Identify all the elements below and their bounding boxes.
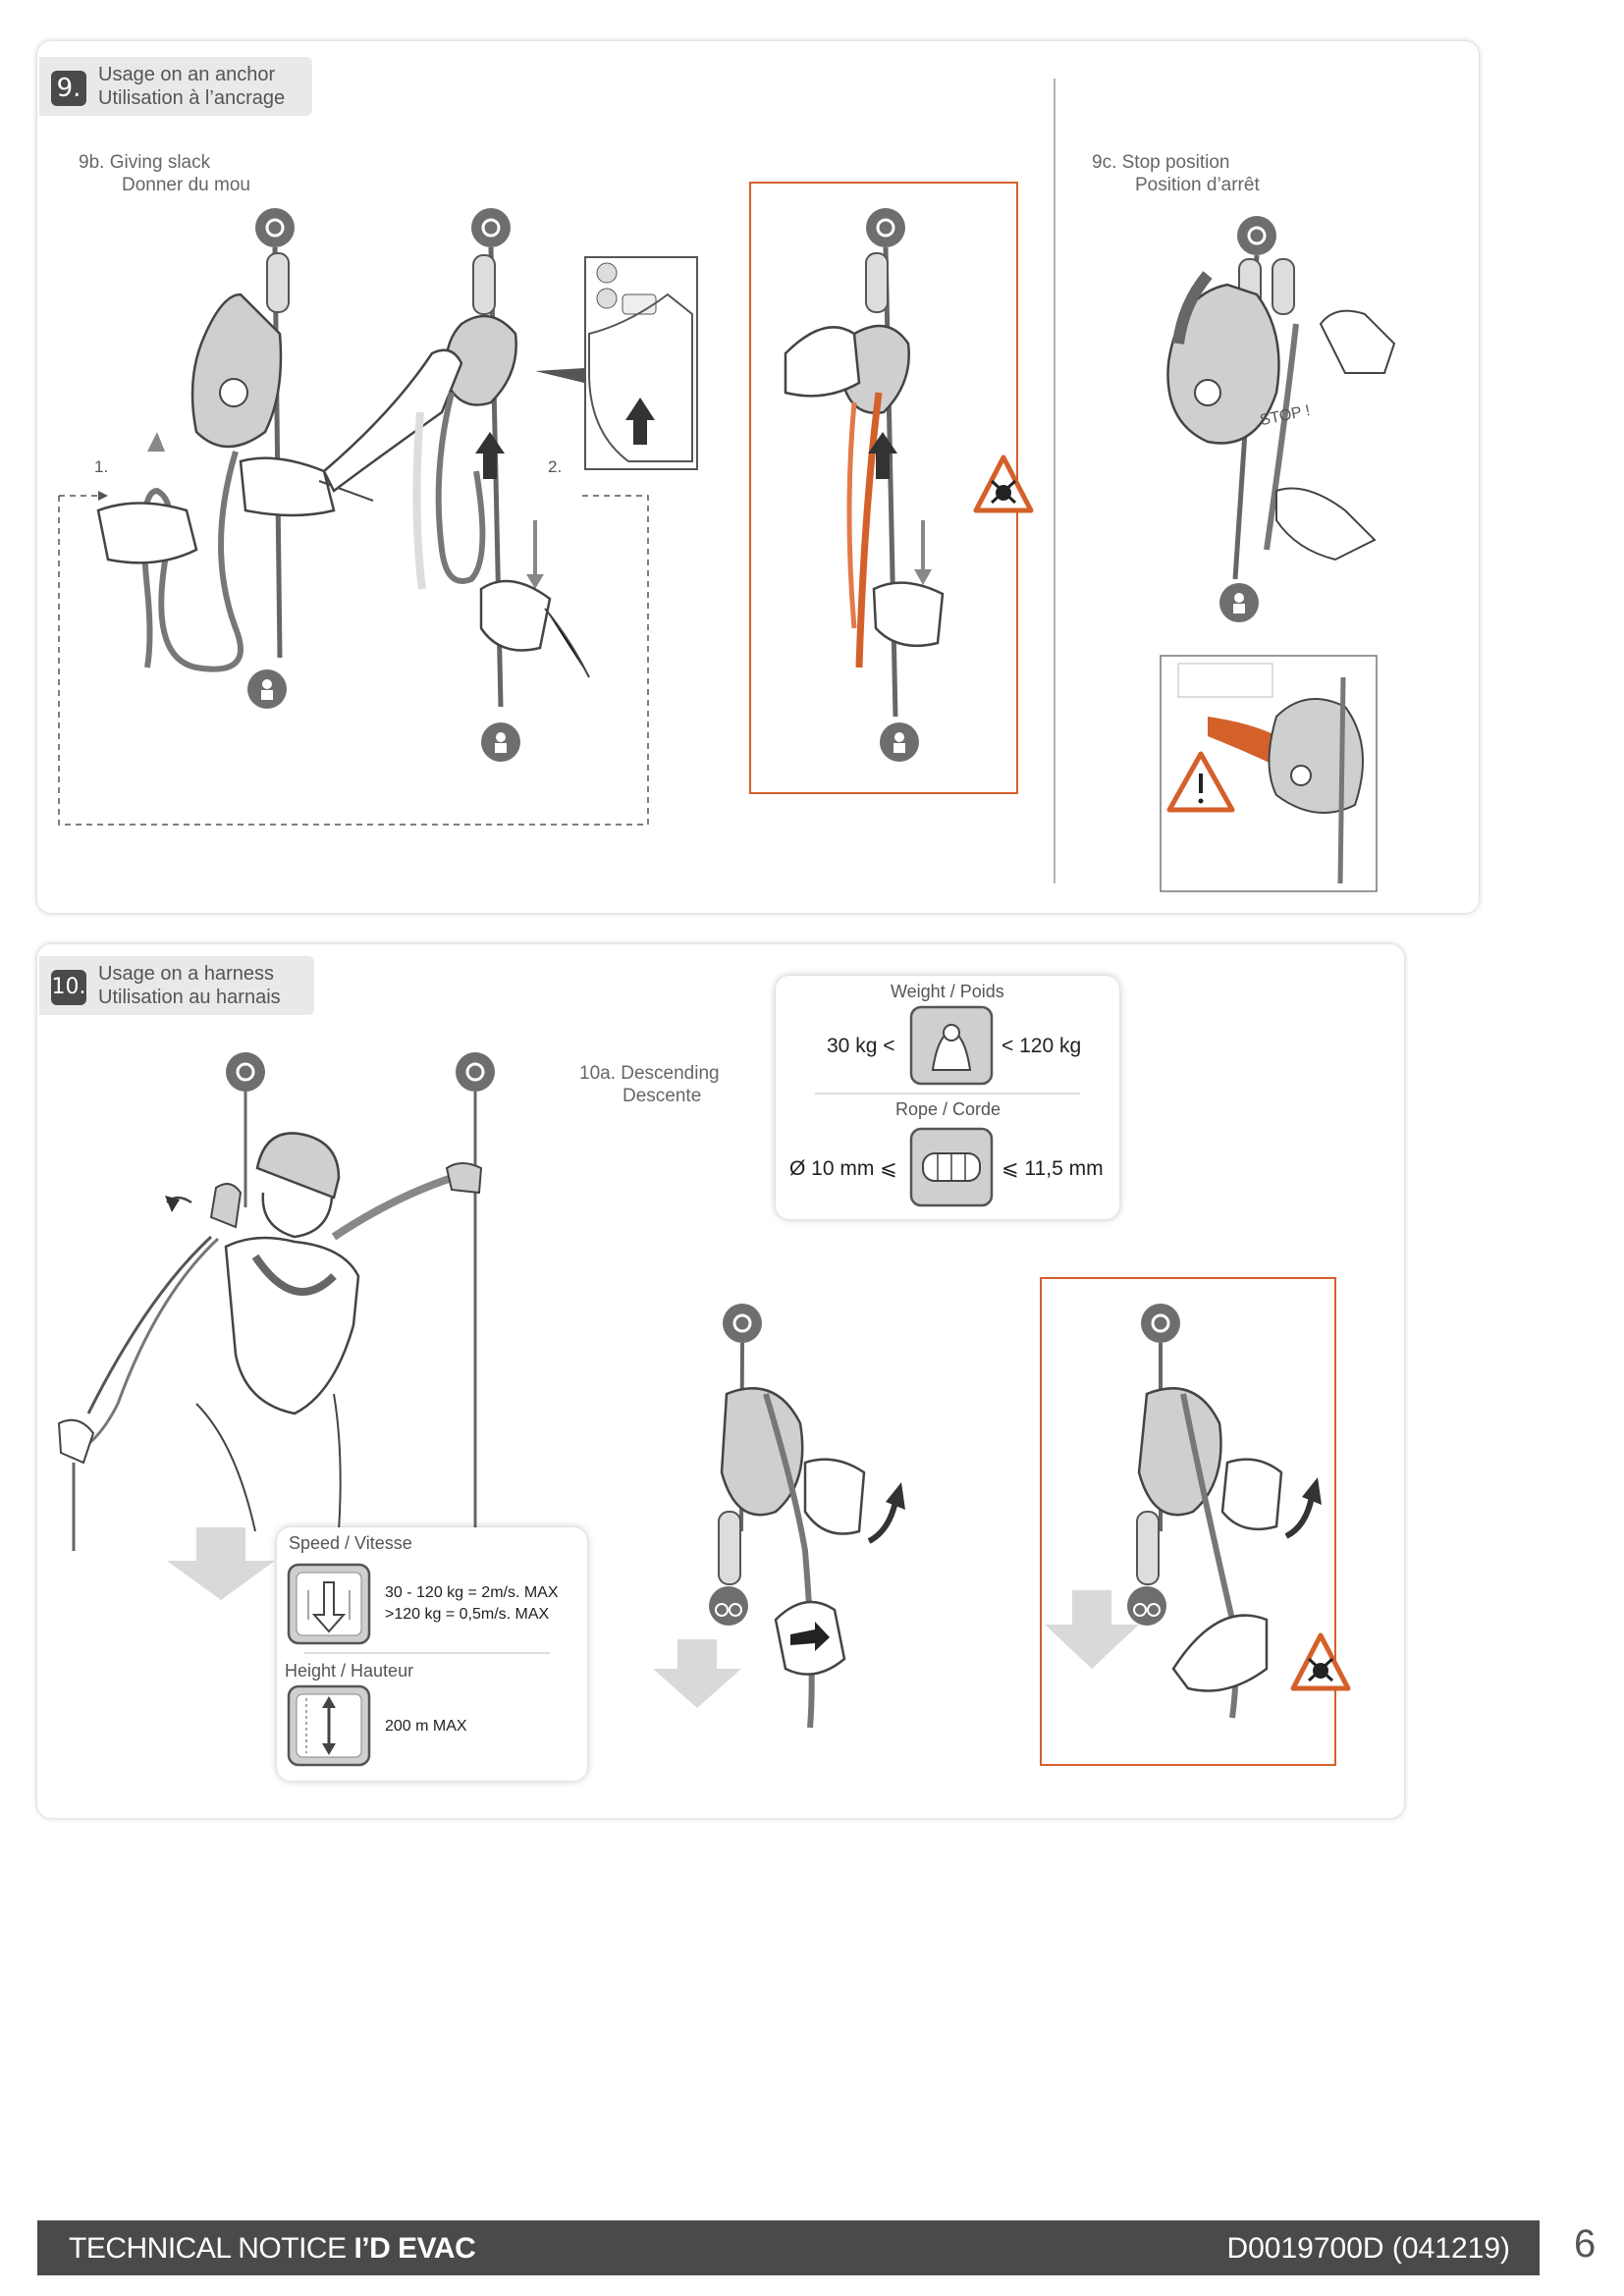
- subtitle-10a-en: 10a. Descending: [579, 1063, 720, 1084]
- danger-warning-icon: [1290, 1632, 1351, 1691]
- section-10-title-en: Usage on a harness: [98, 963, 275, 985]
- subtitle-9c-en: 9c. Stop position: [1092, 152, 1230, 173]
- section-9-title-fr: Utilisation à l’ancrage: [98, 87, 286, 109]
- section-10-number: 10.: [51, 970, 86, 1005]
- footer-bar: TECHNICAL NOTICE I’D EVAC D0019700D (041…: [37, 2220, 1540, 2275]
- speed-title: Speed / Vitesse: [289, 1533, 412, 1553]
- dashed-frame: [58, 495, 649, 826]
- anchor-icon: [723, 1304, 762, 1343]
- subtitle-9b: 9b. Giving slack Donner du mou: [79, 151, 250, 196]
- section-10-tab: 10. Usage on a harness Utilisation au ha…: [39, 956, 314, 1015]
- footer-product: I’D EVAC: [353, 2232, 476, 2265]
- danger-warning-icon: [973, 454, 1034, 513]
- step-2-label: 2.: [548, 457, 563, 476]
- speed-line-1: 30 - 120 kg = 2m/s. MAX: [385, 1584, 559, 1601]
- anchor-icon: [456, 1052, 495, 1092]
- weight-max: < 120 kg: [1001, 1035, 1082, 1057]
- anchor-icon: [226, 1052, 265, 1092]
- rope-min: Ø 10 mm ⩽: [789, 1157, 897, 1180]
- section-9-tab: 9. Usage on an anchor Utilisation à l’an…: [39, 57, 312, 116]
- anchor-icon: [1237, 216, 1276, 255]
- height-title: Height / Hauteur: [285, 1661, 414, 1681]
- height-value: 200 m MAX: [385, 1718, 467, 1735]
- footer-doc-type: TECHNICAL NOTICE: [69, 2232, 347, 2265]
- anchor-icon: [255, 208, 295, 247]
- page-number: 6: [1574, 2222, 1597, 2266]
- anchor-icon: [471, 208, 511, 247]
- subtitle-9c: 9c. Stop position Position d’arrêt: [1092, 151, 1260, 196]
- descend-arrow: [1045, 1590, 1139, 1669]
- section-10-title-fr: Utilisation au harnais: [98, 987, 281, 1008]
- subtitle-9b-fr: Donner du mou: [122, 175, 250, 195]
- section-9-number: 9.: [51, 71, 86, 106]
- rope-title: Rope / Corde: [895, 1099, 1001, 1119]
- speed-line-2: >120 kg = 0,5m/s. MAX: [385, 1606, 550, 1623]
- footer-ref: D0019700D (041219): [1226, 2232, 1510, 2265]
- subtitle-9b-en: 9b. Giving slack: [79, 152, 211, 173]
- subtitle-10a: 10a. Descending Descente: [579, 1062, 720, 1107]
- rope-max: ⩽ 11,5 mm: [1001, 1157, 1104, 1180]
- anchor-icon: [866, 208, 905, 247]
- warning-frame: [1040, 1277, 1336, 1766]
- subtitle-9c-fr: Position d’arrêt: [1135, 175, 1260, 195]
- step-1-label: 1.: [94, 457, 109, 476]
- descend-arrow: [653, 1639, 741, 1708]
- descend-arrow: [167, 1527, 275, 1600]
- weight-min: 30 kg <: [827, 1035, 895, 1057]
- anchor-icon: [1141, 1304, 1180, 1343]
- section-9-title-en: Usage on an anchor: [98, 64, 276, 85]
- subtitle-10a-fr: Descente: [623, 1086, 702, 1106]
- weight-title: Weight / Poids: [891, 982, 1004, 1001]
